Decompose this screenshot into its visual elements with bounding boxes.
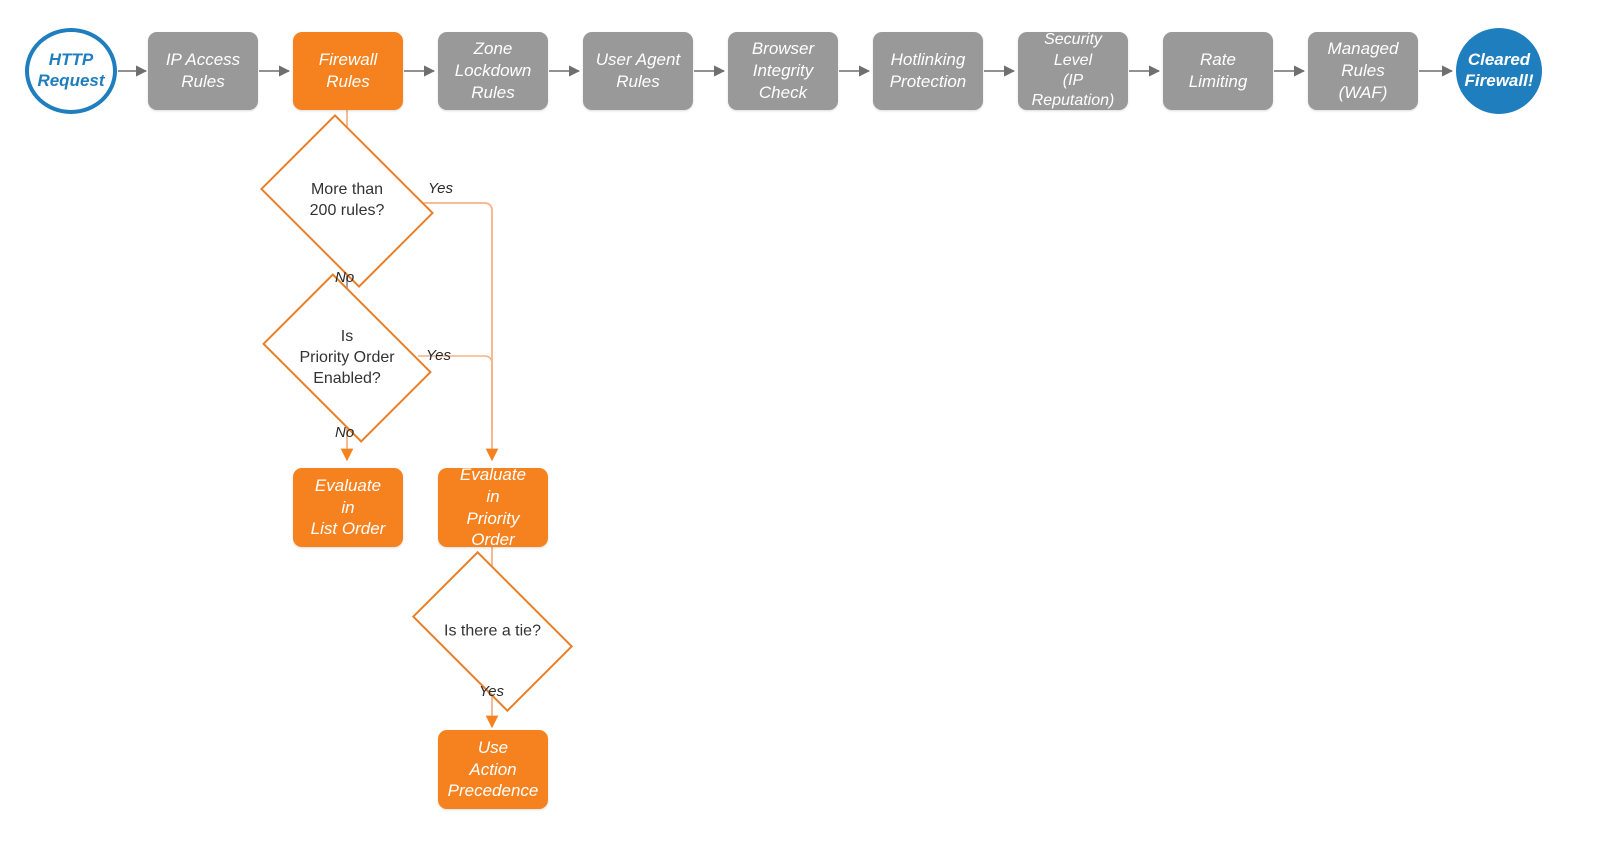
edge-label-rules-yes: Yes (428, 180, 454, 197)
node-ip-access-rules[interactable]: IP Access Rules (148, 32, 258, 110)
node-cleared-firewall[interactable]: Cleared Firewall! (1456, 28, 1542, 114)
edge-label-rules-no: No (335, 269, 355, 286)
node-evaluate-in-list-order[interactable]: Evaluate in List Order (293, 468, 403, 547)
node-rate-limiting-label: Rate Limiting (1188, 50, 1248, 91)
node-browser-integrity-check-label: Browser Integrity Check (751, 39, 815, 102)
node-hotlinking-protection[interactable]: Hotlinking Protection (873, 32, 983, 110)
node-user-agent-rules[interactable]: User Agent Rules (583, 32, 693, 110)
node-zone-lockdown-rules-label: Zone Lockdown Rules (454, 39, 532, 102)
edge-label-priority-no: No (335, 424, 355, 441)
node-use-action-precedence-label: Use Action Precedence (447, 737, 539, 801)
node-zone-lockdown-rules[interactable]: Zone Lockdown Rules (438, 32, 548, 110)
node-cleared-firewall-label: Cleared Firewall! (1464, 50, 1534, 90)
node-security-level-label: Security Level (IP Reputation) (1031, 31, 1115, 110)
node-managed-rules-waf-label: Managed Rules (WAF) (1327, 39, 1399, 102)
node-decision-is-priority-order-enabled[interactable]: Is Priority Order Enabled? (262, 273, 432, 443)
node-decision-more-than-200-rules-label: More than 200 rules? (309, 181, 385, 219)
node-security-level[interactable]: Security Level (IP Reputation) (1018, 31, 1128, 110)
node-decision-is-there-a-tie-label: Is there a tie? (444, 622, 541, 640)
node-rate-limiting[interactable]: Rate Limiting (1163, 32, 1273, 110)
node-browser-integrity-check[interactable]: Browser Integrity Check (728, 32, 838, 110)
node-decision-more-than-200-rules[interactable]: More than 200 rules? (260, 114, 434, 288)
node-managed-rules-waf[interactable]: Managed Rules (WAF) (1308, 32, 1418, 110)
node-http-request[interactable]: HTTP Request (25, 28, 117, 114)
node-ip-access-rules-label: IP Access Rules (165, 50, 241, 91)
node-firewall-rules-label: Firewall Rules (318, 50, 378, 91)
edge-label-tie-yes: Yes (479, 683, 505, 700)
node-evaluate-in-list-order-label: Evaluate in List Order (310, 475, 386, 539)
edge-label-priority-yes: Yes (426, 347, 452, 364)
node-decision-is-there-a-tie[interactable]: Is there a tie? (411, 550, 574, 713)
node-evaluate-in-priority-order[interactable]: Evaluate in Priority Order (438, 465, 548, 549)
node-http-request-label: HTTP Request (37, 50, 105, 90)
node-evaluate-in-priority-order-label: Evaluate in Priority Order (459, 465, 527, 550)
node-user-agent-rules-label: User Agent Rules (595, 50, 681, 91)
node-use-action-precedence[interactable]: Use Action Precedence (438, 730, 548, 809)
node-decision-is-priority-order-enabled-label: Is Priority Order Enabled? (299, 327, 395, 387)
node-hotlinking-protection-label: Hotlinking Protection (889, 50, 967, 91)
node-firewall-rules[interactable]: Firewall Rules (293, 32, 403, 110)
